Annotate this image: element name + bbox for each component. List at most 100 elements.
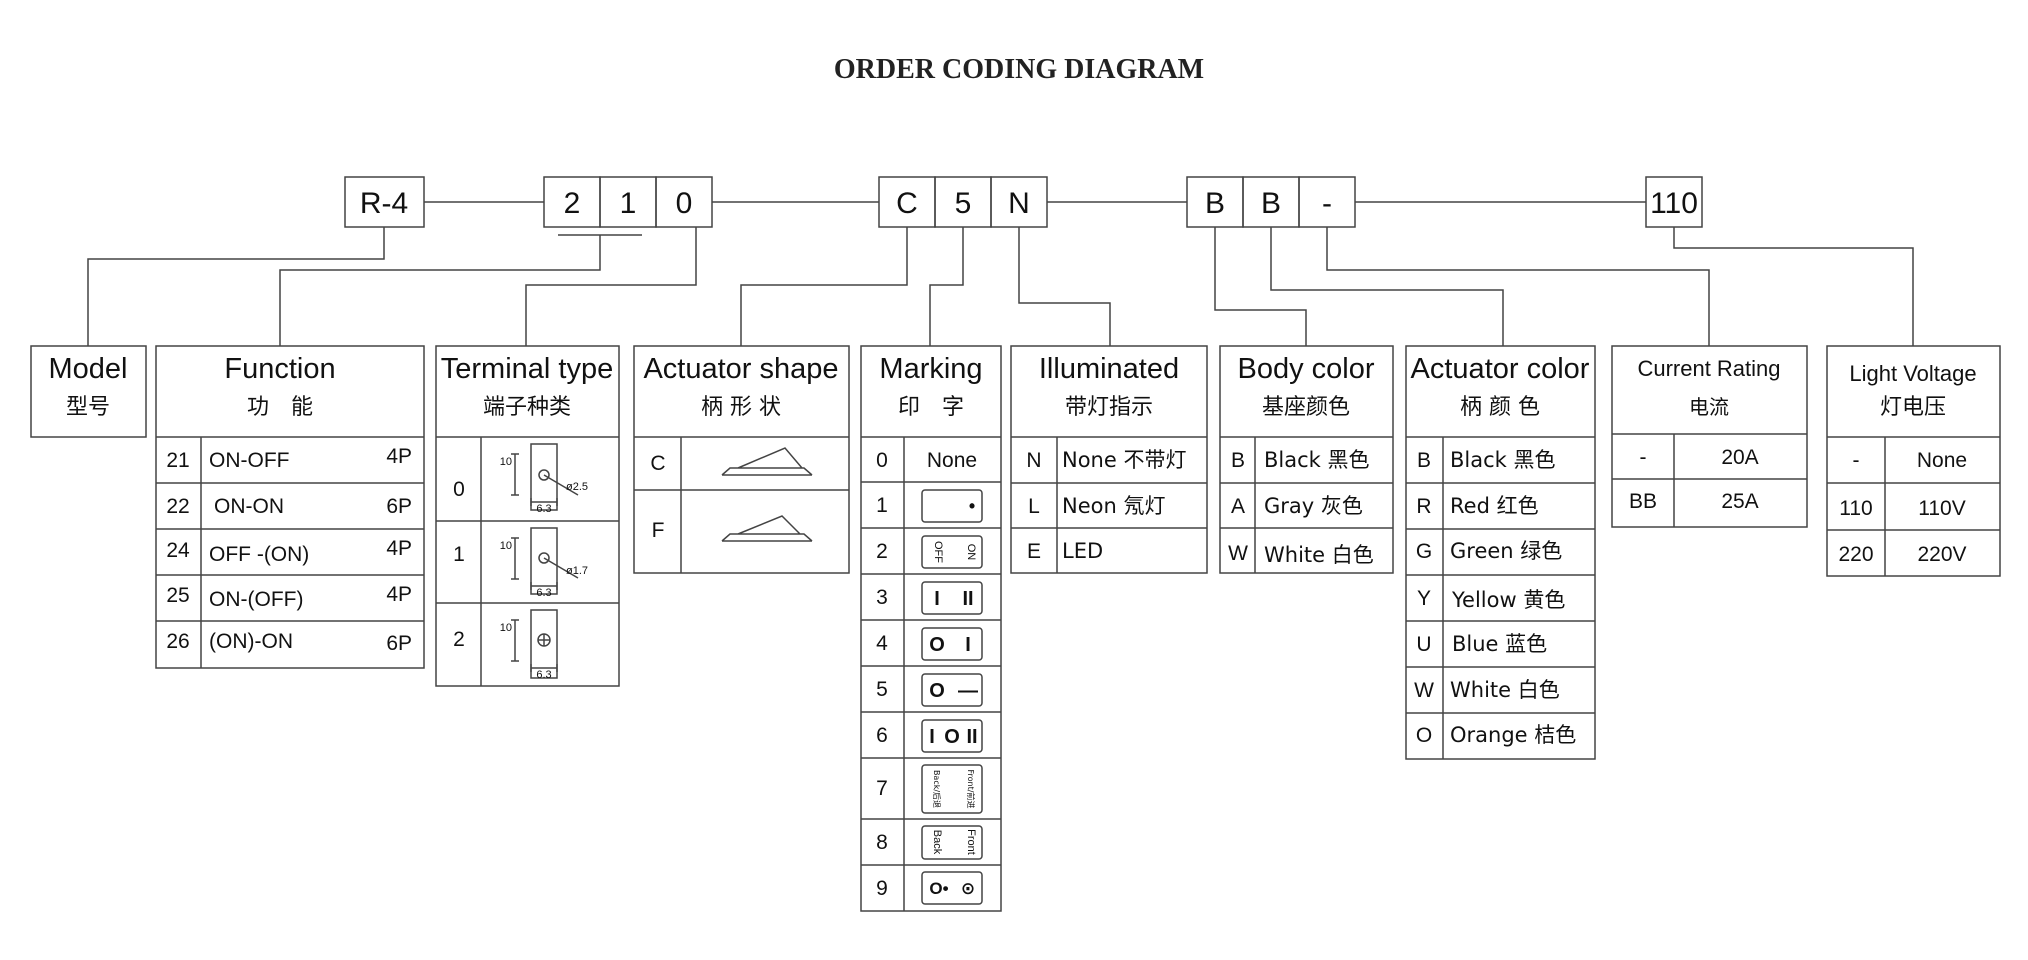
terminal-dim-h: 10 <box>500 456 512 468</box>
connector-shape <box>740 227 908 346</box>
marking-code: 9 <box>876 877 888 900</box>
light-voltage-label: 110V <box>1918 497 1966 520</box>
current-rating-rows: - 20A BB 25A <box>1629 446 1759 513</box>
actuator-color-grid <box>1406 436 1595 759</box>
terminal-frame <box>435 345 620 687</box>
actuator-color-label: Orange 桔色 <box>1450 723 1576 747</box>
illuminated-label: LED <box>1062 539 1103 563</box>
connector-voltage <box>1673 227 1914 346</box>
marking-left: I <box>929 726 935 748</box>
body-color-rows: B Black 黑色 A Gray 灰色 W White 白色 <box>1228 448 1374 567</box>
function-label: ON-ON <box>214 495 284 518</box>
actuator-color-label: Black 黑色 <box>1450 448 1556 472</box>
actuator-color-code: Y <box>1417 587 1431 610</box>
terminal-0-drawing <box>511 443 579 511</box>
terminal-subtitle: 端子种类 <box>483 395 571 420</box>
marking-frame <box>860 345 1002 912</box>
function-label: ON-OFF <box>209 449 289 472</box>
terminal-dim-w: 6.3 <box>536 503 551 515</box>
function-code: 26 <box>166 630 189 653</box>
illuminated-subtitle: 带灯指示 <box>1065 395 1153 420</box>
marking-text: None <box>927 449 977 472</box>
marking-left: Back/后退 <box>932 770 942 808</box>
marking-grid <box>861 436 1001 911</box>
marking-right: Front <box>965 829 977 855</box>
terminal-dim-h: 10 <box>500 540 512 552</box>
light-voltage-frame <box>1826 345 2001 577</box>
code-box-labels: R-4 2 1 0 C 5 N B B - 110 <box>360 187 1698 220</box>
illuminated-code: E <box>1027 540 1041 563</box>
function-label: ON-(OFF) <box>209 588 303 611</box>
illuminated-code: L <box>1028 495 1040 518</box>
illuminated-code: N <box>1026 449 1041 472</box>
actuator-shape-code: C <box>650 452 665 475</box>
code-model-text: R-4 <box>360 187 408 220</box>
connector-illum <box>1018 227 1111 346</box>
actuator-color-title: Actuator color <box>1411 353 1590 385</box>
body-color-code: B <box>1231 449 1245 472</box>
function-title: Function <box>224 353 335 385</box>
actuator-color-code: O <box>1416 724 1432 747</box>
body-color-title: Body color <box>1237 353 1374 385</box>
actuator-shape-subtitle: 柄 形 状 <box>701 395 781 420</box>
marking-code: 1 <box>876 494 888 517</box>
marking-left: O <box>929 680 945 702</box>
connector-marking <box>929 227 964 346</box>
light-voltage-code: 220 <box>1838 543 1873 566</box>
function-grid <box>156 436 424 668</box>
connector-actuator <box>1270 227 1504 346</box>
body-color-label: Gray 灰色 <box>1264 494 1363 518</box>
function-pins: 4P <box>386 445 412 468</box>
marking-code: 5 <box>876 678 888 701</box>
current-rating-code: - <box>1640 446 1647 469</box>
body-color-label: White 白色 <box>1264 543 1374 567</box>
terminal-code: 0 <box>453 478 465 501</box>
illuminated-label: Neon 氖灯 <box>1062 494 1165 518</box>
diagram-frames <box>30 176 2001 912</box>
actuator-shape-grid <box>634 436 849 573</box>
marking-subtitle: 印 字 <box>898 395 964 420</box>
marking-left: Back <box>931 830 943 855</box>
actuator-color-code: W <box>1414 679 1434 702</box>
code-voltage-text: 110 <box>1650 187 1698 220</box>
actuator-color-frame <box>1405 345 1596 760</box>
code-body-text: B <box>1205 187 1225 220</box>
model-title: Model <box>49 353 128 385</box>
function-row: 25 ON-(OFF) 4P <box>166 583 412 611</box>
actuator-color-rows: B Black 黑色 R Red 红色 G Green 绿色 Y Yellow … <box>1414 448 1576 747</box>
function-pins: 4P <box>386 537 412 560</box>
light-voltage-title: Light Voltage <box>1849 361 1976 386</box>
terminal-rows: 0 1 2 10 6.3 ø2.5 10 6.3 ø1.7 10 6.3 <box>453 456 588 681</box>
function-row: 22 ON-ON 6P <box>166 495 412 518</box>
marking-code: 4 <box>876 632 888 655</box>
marking-codes: 0 1 2 3 4 5 6 7 8 9 <box>876 449 888 900</box>
code-shape-text: C <box>896 187 918 220</box>
code-current-text: - <box>1322 187 1332 220</box>
body-color-frame <box>1219 345 1394 574</box>
connector-current <box>1326 227 1710 346</box>
function-row: 24 OFF -(ON) 4P <box>166 537 412 566</box>
illuminated-label: None 不带灯 <box>1062 448 1186 472</box>
diagram-title: ORDER CODING DIAGRAM <box>834 54 1204 85</box>
actuator-shape-rows: C F <box>650 452 665 542</box>
light-voltage-rows: - None 110 110V 220 220V <box>1838 449 1967 566</box>
terminal-2-drawing <box>511 609 558 679</box>
model-frame <box>30 345 147 438</box>
terminal-code: 1 <box>453 543 465 566</box>
function-pins: 6P <box>386 495 412 518</box>
function-frame <box>155 345 425 669</box>
marking-mid: O <box>944 726 960 748</box>
marking-right: ⊙ <box>961 879 975 898</box>
terminal-dia: ø2.5 <box>566 481 588 493</box>
marking-left: O <box>929 634 945 656</box>
marking-right: — <box>958 680 978 702</box>
connector-model <box>87 227 385 346</box>
current-rating-grid <box>1612 433 1807 527</box>
terminal-1-drawing <box>511 527 579 595</box>
connector-function <box>279 235 601 346</box>
code-marking-text: 5 <box>955 187 972 220</box>
function-pins: 6P <box>386 632 412 655</box>
body-color-label: Black 黑色 <box>1264 448 1370 472</box>
marking-code: 7 <box>876 777 888 800</box>
